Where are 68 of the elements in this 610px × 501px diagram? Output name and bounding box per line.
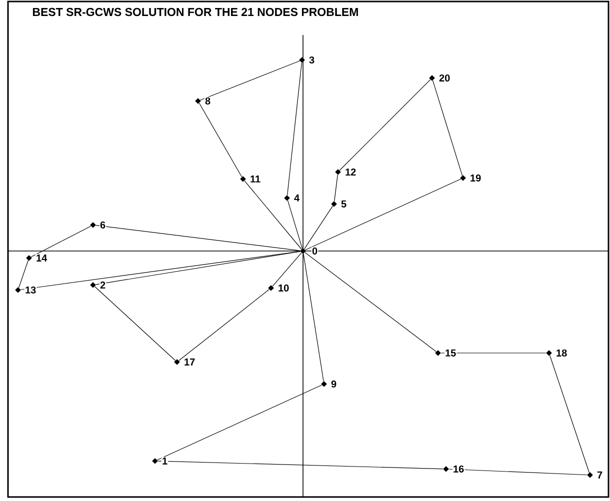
point-marker [299,57,305,63]
route-line [432,80,463,176]
point-label: 8 [204,96,212,106]
point-marker [460,175,466,181]
route-line [287,62,302,196]
point-marker [152,458,158,464]
point-marker [546,350,552,356]
point-label: 2 [99,280,106,290]
point-label: 12 [344,168,357,176]
point-label: 16 [452,464,465,474]
point-marker [331,201,337,207]
route-line [304,178,462,250]
point-marker [284,195,290,201]
point-marker [90,222,96,228]
route-line [304,252,436,352]
route-line [550,355,590,473]
point-marker [268,285,274,291]
point-marker [443,466,449,472]
route-line [304,206,334,250]
point-label: 11 [249,174,262,184]
point-label: 0 [311,246,318,256]
point-marker [587,472,593,478]
route-line [339,79,431,171]
point-marker [335,169,341,175]
route-line [303,253,324,382]
route-line [96,225,300,251]
route-line [244,180,302,250]
route-line [95,251,301,285]
route-line [448,468,588,476]
point-label: 17 [183,358,196,366]
route-line [158,460,444,470]
point-label: 14 [35,254,48,262]
point-marker [321,381,327,387]
point-marker [15,287,21,293]
route-line [94,286,176,361]
point-marker [90,282,96,288]
point-label: 20 [438,74,451,82]
route-line [30,226,92,258]
route-line [287,200,303,249]
route-line [20,251,300,290]
route-line [18,260,28,288]
route-line [200,60,300,100]
route-line [272,252,302,287]
point-marker [429,75,435,81]
point-label: 18 [555,348,568,358]
point-label: 5 [340,200,348,208]
point-label: 3 [308,56,316,64]
point-label: 19 [469,174,482,182]
point-marker [435,350,441,356]
route-line [198,102,242,178]
point-marker [26,255,32,261]
point-label: 1 [161,456,168,466]
point-label: 13 [24,286,37,294]
point-marker [300,248,306,254]
point-marker [195,98,201,104]
chart-title: BEST SR-GCWS SOLUTION FOR THE 21 NODES PROBLEM [32,8,358,16]
route-line [178,289,270,361]
route-line [334,174,338,202]
point-label: 7 [596,470,604,480]
point-label: 9 [330,380,338,388]
point-label: 15 [444,348,457,358]
point-label: 10 [277,284,290,292]
point-marker [240,176,246,182]
point-label: 6 [99,220,106,230]
point-marker [174,359,180,365]
point-label: 4 [293,194,300,202]
route-line [440,352,546,354]
route-line [156,384,322,460]
